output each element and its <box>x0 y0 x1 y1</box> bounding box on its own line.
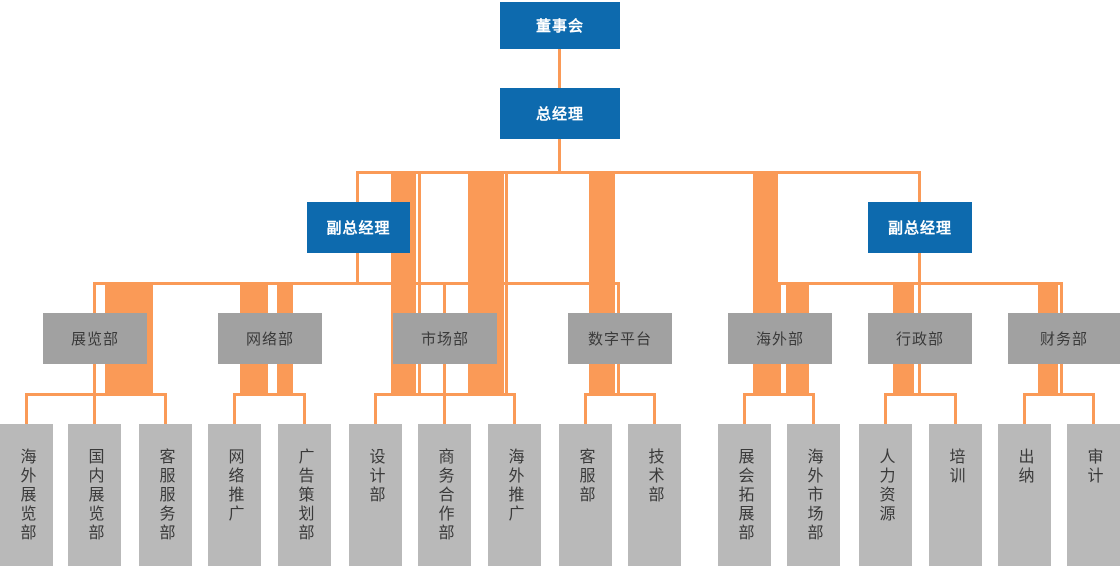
unit-online-promotion-box: 网络推广 <box>208 424 261 566</box>
unit-cashier-box: 出纳 <box>998 424 1051 566</box>
unit-cashier-label: 出纳 <box>1015 448 1035 486</box>
connector-line <box>93 393 96 424</box>
dept-overseas-box: 海外部 <box>728 313 832 364</box>
connector-line <box>513 393 516 424</box>
dept-network-box: 网络部 <box>218 313 322 364</box>
dept-finance-label: 财务部 <box>1039 330 1088 348</box>
unit-design-label: 设计部 <box>366 448 386 505</box>
unit-technology-label: 技术部 <box>645 448 665 505</box>
unit-business-cooperation-box: 商务合作部 <box>418 424 471 566</box>
connector-line <box>443 393 446 424</box>
deputy-manager-right-box: 副总经理 <box>868 202 972 253</box>
dept-finance-box: 财务部 <box>1008 313 1120 364</box>
unit-overseas-exhibition-box: 海外展览部 <box>0 424 53 566</box>
unit-overseas-promotion-label: 海外推广 <box>505 448 525 524</box>
unit-domestic-exhibition-box: 国内展览部 <box>68 424 121 566</box>
deputy-manager-left-box: 副总经理 <box>307 202 410 253</box>
connector-rail <box>356 171 921 174</box>
deputy-manager-right-label: 副总经理 <box>887 219 952 237</box>
unit-customer-service-box: 客服部 <box>559 424 612 566</box>
general-manager-label: 总经理 <box>535 105 584 123</box>
dept-overseas-label: 海外部 <box>755 330 804 348</box>
deputy-manager-left-label: 副总经理 <box>326 219 391 237</box>
connector-rail <box>884 393 957 396</box>
connector-line <box>303 393 306 424</box>
unit-online-promotion-label: 网络推广 <box>225 448 245 524</box>
unit-technology-box: 技术部 <box>628 424 681 566</box>
connector-line <box>505 172 508 394</box>
dept-exhibition-box: 展览部 <box>43 313 147 364</box>
unit-customer-service-dept-label: 客服服务部 <box>156 448 176 543</box>
connector-line <box>418 172 421 394</box>
connector-line <box>25 393 28 424</box>
connector-line <box>558 139 561 172</box>
dept-digital-platform-box: 数字平台 <box>568 313 672 364</box>
dept-exhibition-label: 展览部 <box>70 330 119 348</box>
connector-rail <box>233 393 306 396</box>
general-manager-box: 总经理 <box>500 88 620 139</box>
connector-line <box>884 393 887 424</box>
dept-marketing-label: 市场部 <box>420 330 469 348</box>
connector-rail <box>25 393 167 396</box>
unit-business-cooperation-label: 商务合作部 <box>435 448 455 543</box>
board-label: 董事会 <box>535 17 584 35</box>
connector-line <box>356 253 359 284</box>
connector-line <box>233 393 236 424</box>
connector-line <box>1023 393 1026 424</box>
unit-customer-service-dept-box: 客服服务部 <box>139 424 192 566</box>
connector-line <box>954 393 957 424</box>
connector-line <box>164 393 167 424</box>
unit-audit-box: 审计 <box>1067 424 1120 566</box>
unit-exhibition-expansion-box: 展会拓展部 <box>718 424 771 566</box>
unit-overseas-exhibition-label: 海外展览部 <box>17 448 37 543</box>
unit-audit-label: 审计 <box>1084 448 1104 486</box>
dept-marketing-box: 市场部 <box>393 313 497 364</box>
unit-hr-box: 人力资源 <box>859 424 912 566</box>
connector-line <box>558 49 561 88</box>
unit-training-box: 培训 <box>929 424 982 566</box>
dept-digital-platform-label: 数字平台 <box>587 330 652 348</box>
unit-exhibition-expansion-label: 展会拓展部 <box>735 448 755 543</box>
dept-admin-label: 行政部 <box>895 330 944 348</box>
connector-line <box>918 171 921 202</box>
unit-design-box: 设计部 <box>349 424 402 566</box>
connector-line <box>653 393 656 424</box>
connector-line <box>1092 393 1095 424</box>
connector-rail <box>743 393 815 396</box>
unit-overseas-market-label: 海外市场部 <box>804 448 824 543</box>
connector-line <box>743 393 746 424</box>
unit-training-label: 培训 <box>946 448 966 486</box>
unit-hr-label: 人力资源 <box>876 448 896 524</box>
connector-line <box>374 393 377 424</box>
dept-admin-box: 行政部 <box>868 313 972 364</box>
unit-ad-planning-label: 广告策划部 <box>295 448 315 543</box>
unit-overseas-promotion-box: 海外推广 <box>488 424 541 566</box>
dept-network-label: 网络部 <box>245 330 294 348</box>
unit-customer-service-label: 客服部 <box>576 448 596 505</box>
board-box: 董事会 <box>500 2 620 49</box>
unit-overseas-market-box: 海外市场部 <box>787 424 840 566</box>
unit-domestic-exhibition-label: 国内展览部 <box>85 448 105 543</box>
connector-line <box>584 393 587 424</box>
connector-rail <box>1023 393 1095 396</box>
connector-line <box>812 393 815 424</box>
connector-rail <box>584 393 656 396</box>
unit-ad-planning-box: 广告策划部 <box>278 424 331 566</box>
connector-line <box>356 171 359 202</box>
